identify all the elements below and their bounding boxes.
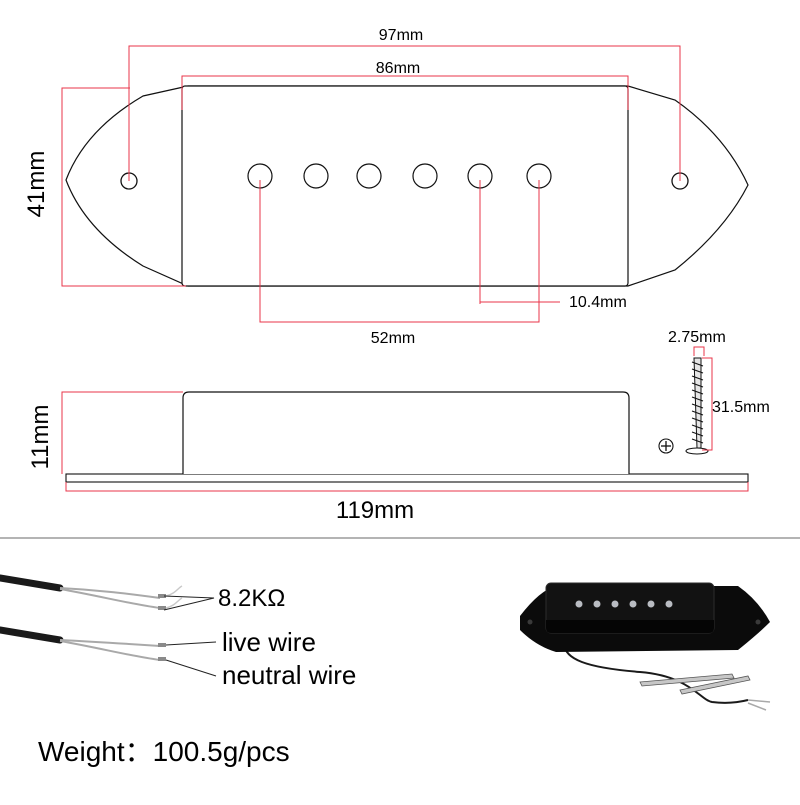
dim-52mm-line bbox=[259, 180, 540, 323]
photo-screw bbox=[639, 673, 735, 687]
screw-dimension-lines bbox=[693, 346, 713, 451]
pole-piece bbox=[412, 163, 438, 189]
wire-strand bbox=[59, 587, 161, 599]
dim-11mm-line bbox=[61, 391, 183, 474]
label-97mm: 97mm bbox=[379, 27, 423, 44]
photo-pole bbox=[629, 600, 637, 608]
dim-86mm-line bbox=[181, 75, 629, 110]
dim-119mm-line bbox=[65, 482, 749, 492]
pole-piece bbox=[356, 163, 382, 189]
wiring-diagram bbox=[0, 574, 217, 677]
wire-strand bbox=[59, 640, 161, 661]
pickup-cover-outline bbox=[181, 85, 629, 287]
label-119mm: 119mm bbox=[336, 497, 414, 524]
screw-head-icon bbox=[658, 438, 674, 454]
screw-icon bbox=[685, 357, 709, 455]
side-dimension-lines bbox=[61, 391, 749, 492]
cable-insulation-lower bbox=[0, 626, 64, 644]
weight-label: Weight：100.5g/pcs bbox=[38, 736, 290, 767]
label-live-wire: live wire bbox=[222, 627, 316, 657]
cable-insulation-upper bbox=[0, 574, 64, 592]
photo-pole bbox=[593, 600, 601, 608]
dim-31-5mm-line bbox=[702, 357, 713, 451]
photo-wire-end bbox=[747, 699, 771, 711]
wire-tip bbox=[158, 606, 166, 610]
photo-cover-shade bbox=[546, 620, 714, 633]
screw-thread bbox=[691, 361, 704, 444]
label-resistance: 8.2KΩ bbox=[218, 585, 285, 612]
pole-piece bbox=[303, 163, 329, 189]
photo-screw bbox=[679, 675, 751, 695]
wire-tip bbox=[158, 643, 166, 647]
photo-pole bbox=[665, 600, 673, 608]
photo-pole bbox=[647, 600, 655, 608]
label-41mm: 41mm bbox=[23, 151, 50, 218]
wire-strand bbox=[59, 588, 161, 609]
top-dimension-lines bbox=[61, 45, 681, 323]
side-base-plate bbox=[65, 473, 749, 483]
label-neutral-wire: neutral wire bbox=[222, 660, 356, 690]
wire-strand bbox=[59, 639, 161, 647]
dim-41mm-line bbox=[61, 87, 186, 287]
wire-lead bbox=[165, 597, 183, 609]
label-31-5mm: 31.5mm bbox=[712, 399, 770, 416]
label-52mm: 52mm bbox=[371, 330, 415, 347]
screw-head bbox=[685, 447, 709, 455]
side-cover-outline bbox=[182, 391, 630, 474]
dim-97mm-line bbox=[128, 45, 681, 181]
photo-pole bbox=[611, 600, 619, 608]
photo-mount-hole bbox=[755, 619, 761, 625]
side-view bbox=[65, 391, 749, 483]
label-11mm: 11mm bbox=[27, 405, 54, 470]
pickup-photo bbox=[520, 582, 771, 711]
wire-tip bbox=[158, 594, 166, 598]
wire-lead bbox=[165, 585, 183, 597]
label-86mm: 86mm bbox=[376, 60, 420, 77]
photo-pole bbox=[575, 600, 583, 608]
top-view bbox=[65, 85, 749, 287]
label-10-4mm: 10.4mm bbox=[569, 294, 627, 311]
label-2-75mm: 2.75mm bbox=[668, 329, 726, 346]
dim-2-75mm-line bbox=[693, 346, 705, 356]
wire-tip bbox=[158, 657, 166, 661]
callout-lines bbox=[163, 595, 217, 677]
photo-mount-hole bbox=[527, 619, 533, 625]
